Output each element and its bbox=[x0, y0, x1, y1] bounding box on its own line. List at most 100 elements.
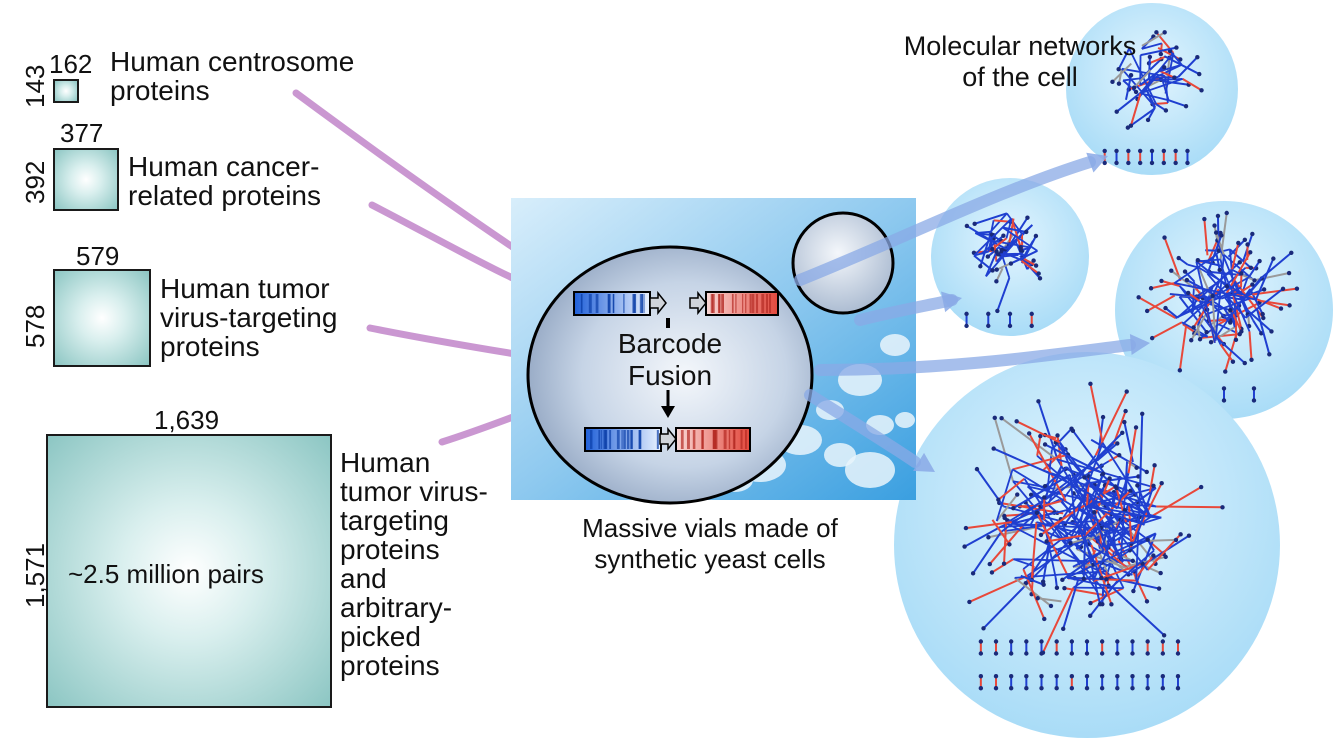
network-edge bbox=[973, 254, 994, 272]
input-width-centrosome: 162 bbox=[49, 49, 93, 79]
network-node bbox=[985, 254, 991, 259]
output-arrow-4-head bbox=[913, 452, 935, 472]
network-node bbox=[1069, 639, 1075, 644]
network-edge bbox=[1002, 226, 1027, 233]
network-edge bbox=[1197, 259, 1222, 267]
network-node bbox=[1123, 408, 1128, 414]
barcode-stripe bbox=[616, 430, 620, 449]
network-edge bbox=[1117, 68, 1123, 84]
network-node bbox=[1115, 441, 1120, 446]
network-node bbox=[1092, 509, 1097, 515]
network-node bbox=[1011, 505, 1016, 511]
network-node bbox=[996, 252, 1001, 257]
network-edge bbox=[1206, 235, 1223, 275]
network-node bbox=[1162, 65, 1167, 70]
network-edge bbox=[1244, 287, 1284, 319]
network-edge bbox=[1111, 62, 1132, 83]
network-edge bbox=[973, 217, 1013, 257]
network-edge bbox=[1086, 504, 1145, 526]
network-node bbox=[1152, 463, 1157, 468]
network-node bbox=[1087, 613, 1093, 619]
network-edge bbox=[1012, 453, 1069, 471]
network-node bbox=[1122, 419, 1127, 425]
network-edge bbox=[965, 521, 1012, 530]
network-node bbox=[992, 415, 997, 421]
network-edge bbox=[1141, 31, 1166, 47]
barcode-stripe bbox=[581, 294, 583, 313]
network-edge bbox=[1187, 292, 1201, 302]
network-edge bbox=[1069, 474, 1077, 521]
network-node bbox=[1069, 651, 1075, 656]
network-edge bbox=[1020, 574, 1044, 586]
barcode-stripe bbox=[686, 430, 690, 449]
network-edge bbox=[1028, 432, 1067, 502]
network-edge bbox=[1096, 442, 1118, 462]
network-node bbox=[1245, 242, 1250, 247]
barcode-arrow-bottom bbox=[659, 426, 677, 452]
network-edge bbox=[989, 524, 1025, 565]
network-edge bbox=[1072, 430, 1105, 474]
network-node bbox=[1175, 674, 1181, 679]
network-node bbox=[1116, 66, 1121, 72]
network-node bbox=[993, 674, 999, 679]
network-edge bbox=[1078, 507, 1136, 544]
barcode-stripe bbox=[745, 430, 747, 449]
network-node bbox=[1252, 278, 1257, 283]
barcode-stripe bbox=[623, 294, 625, 313]
network-node bbox=[1024, 229, 1029, 235]
network-node bbox=[1033, 233, 1039, 239]
network-node bbox=[1250, 231, 1255, 237]
network-edge bbox=[1130, 534, 1190, 574]
network-edge bbox=[1086, 504, 1151, 518]
network-node bbox=[1224, 210, 1229, 216]
network-edge bbox=[1012, 473, 1071, 510]
network-node bbox=[1287, 303, 1292, 308]
network-edge bbox=[1156, 505, 1223, 509]
network-bubble bbox=[1066, 3, 1238, 175]
network-node bbox=[1128, 123, 1134, 128]
network-node bbox=[974, 466, 980, 472]
network-edge bbox=[1061, 454, 1097, 502]
network-node bbox=[1169, 268, 1174, 273]
network-edge bbox=[1000, 462, 1093, 533]
network-node bbox=[1054, 686, 1059, 691]
network-node bbox=[1220, 505, 1225, 510]
input-label-large: Human tumor virus- targeting proteins an… bbox=[340, 447, 488, 681]
network-node bbox=[1189, 338, 1194, 343]
input-square-centrosome bbox=[53, 79, 79, 103]
network-node bbox=[1182, 269, 1188, 274]
network-edge bbox=[1163, 55, 1200, 75]
network-node bbox=[1162, 30, 1167, 35]
network-node bbox=[989, 246, 995, 252]
barcode-stripe bbox=[769, 294, 772, 313]
barcode-stripe bbox=[604, 430, 607, 449]
network-edge bbox=[1146, 538, 1177, 542]
network-node bbox=[1158, 570, 1163, 576]
network-edge bbox=[1136, 485, 1152, 518]
network-node bbox=[978, 651, 984, 656]
network-edge bbox=[1124, 75, 1133, 101]
network-node bbox=[994, 267, 999, 272]
network-edge bbox=[1129, 93, 1142, 126]
barcode-stripe bbox=[589, 294, 592, 313]
network-edge bbox=[1083, 476, 1119, 510]
network-node bbox=[1197, 71, 1202, 77]
network-node bbox=[1162, 235, 1167, 240]
input-label-tumor-virus: Human tumor virus-targeting proteins bbox=[160, 273, 338, 362]
network-edge bbox=[1020, 259, 1040, 275]
network-edge bbox=[973, 250, 989, 257]
network-node bbox=[1251, 398, 1257, 403]
network-edge bbox=[991, 558, 1014, 574]
network-node bbox=[1160, 674, 1166, 679]
network-node bbox=[1061, 626, 1066, 632]
network-node bbox=[1175, 686, 1181, 691]
network-node bbox=[1249, 357, 1254, 362]
network-edge bbox=[1002, 226, 1038, 252]
network-node bbox=[1007, 323, 1013, 329]
network-node bbox=[1102, 148, 1107, 154]
network-node bbox=[1280, 286, 1286, 291]
network-edge bbox=[1127, 427, 1138, 474]
network-node bbox=[1023, 580, 1028, 586]
network-edge bbox=[1093, 511, 1110, 558]
